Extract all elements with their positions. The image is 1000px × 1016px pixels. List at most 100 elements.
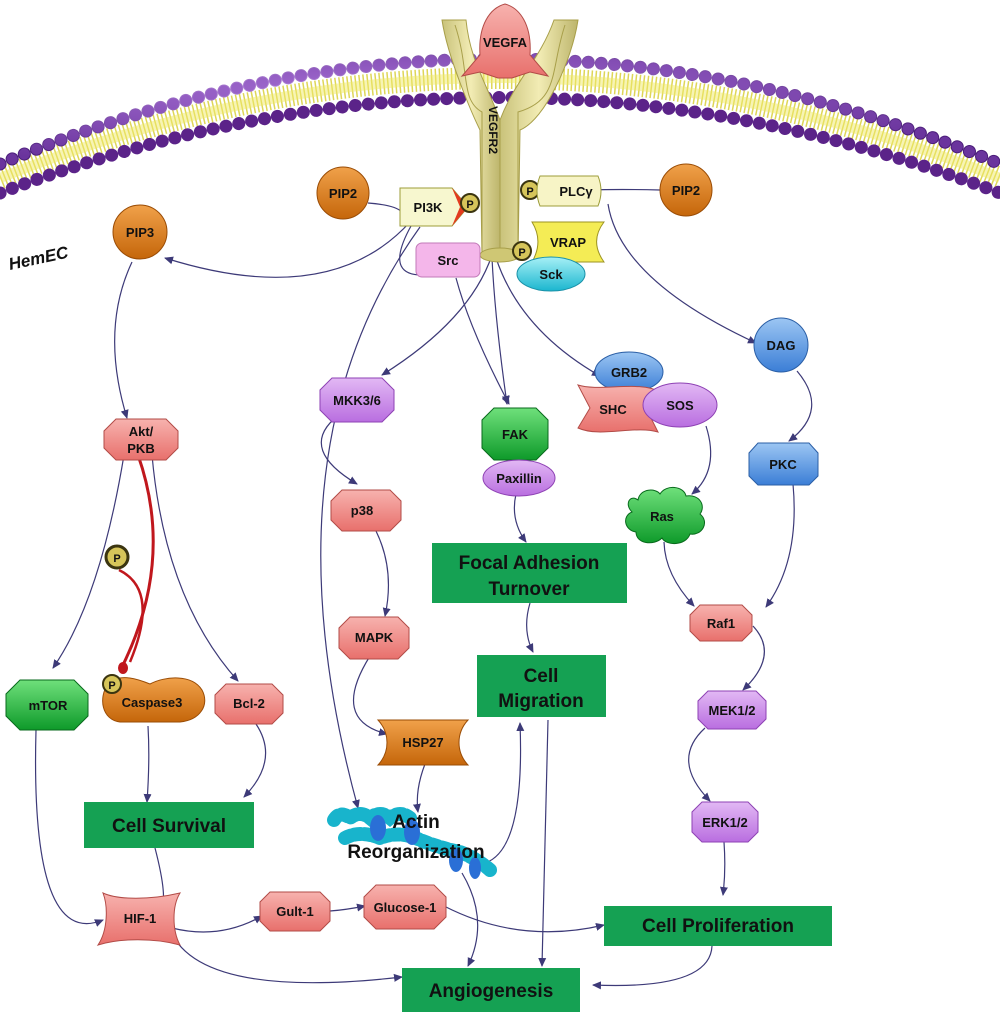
mkk-label: MKK3/6: [333, 393, 381, 408]
actin-label-line1: Actin: [392, 812, 440, 833]
hsp27-node[interactable]: HSP27: [376, 719, 470, 766]
cell-type-label: HemEC: [7, 243, 71, 274]
mtor-node[interactable]: mTOR: [5, 679, 89, 731]
pi3k-node[interactable]: PI3K: [399, 187, 469, 227]
cell-migration-box[interactable]: Cell Migration: [477, 655, 606, 717]
phospho-caspase3-badge: P: [102, 674, 122, 694]
src-label: Src: [438, 253, 459, 268]
pi3k-to-pip3-arrow: [164, 221, 411, 278]
pip2-to-pi3k-link: [367, 202, 403, 213]
focal-label-line1: Focal Adhesion: [459, 553, 600, 574]
hsp27-label: HSP27: [402, 735, 443, 750]
src-to-fak-arrow: [455, 277, 510, 405]
mkk-to-p38-arrow: [320, 418, 358, 485]
grb2-label: GRB2: [611, 365, 647, 380]
vegfr2-label: VEGFR2: [486, 106, 500, 154]
gult1-node[interactable]: Gult-1: [259, 891, 331, 932]
glucose1-node[interactable]: Glucose-1: [363, 884, 447, 930]
paxillin-node[interactable]: Paxillin: [482, 459, 556, 497]
hif1-node[interactable]: HIF-1: [96, 892, 182, 946]
erk-to-proliferation-arrow: [719, 841, 728, 896]
mek12-node[interactable]: MEK1/2: [697, 690, 767, 730]
vegfa-ligand: VEGFA: [460, 3, 550, 79]
phospho-akt-badge: P: [104, 544, 130, 570]
ras-label: Ras: [650, 509, 674, 524]
mtor-label: mTOR: [29, 698, 68, 713]
erk-label: ERK1/2: [702, 815, 748, 830]
hsp27-to-actin-arrow: [412, 763, 426, 813]
bcl2-node[interactable]: Bcl-2: [214, 683, 284, 725]
raf1-node[interactable]: Raf1: [689, 604, 753, 642]
cell-survival-box[interactable]: Cell Survival: [84, 802, 254, 848]
pip3-label: PIP3: [126, 225, 154, 240]
plcg-node[interactable]: PLCγ: [536, 175, 602, 207]
migration-to-angiogenesis-arrow: [538, 719, 549, 967]
mek-to-erk-arrow: [688, 727, 711, 802]
fak-node[interactable]: FAK: [481, 407, 549, 461]
ras-node[interactable]: Ras: [625, 487, 705, 544]
pkc-node[interactable]: PKC: [748, 442, 819, 486]
angiogenesis-box[interactable]: Angiogenesis: [402, 968, 580, 1012]
pkc-label: PKC: [769, 457, 797, 472]
hif1-to-gult1-arrow: [171, 915, 263, 933]
gult1-to-glucose1-arrow: [329, 903, 366, 912]
akt-to-bcl2-arrow: [151, 454, 239, 682]
pip2-right-label: PIP2: [672, 183, 700, 198]
erk12-node[interactable]: ERK1/2: [691, 801, 759, 843]
glucose1-label: Glucose-1: [374, 900, 437, 915]
proliferation-to-angiogenesis-arrow: [592, 945, 713, 990]
mkk36-node[interactable]: MKK3/6: [319, 377, 395, 423]
migration-label-line1: Cell: [524, 666, 559, 687]
akt-to-mtor-arrow: [52, 454, 125, 669]
akt-pkb-node[interactable]: Akt/ PKB: [103, 418, 179, 461]
sck-label: Sck: [539, 267, 563, 282]
focal-adhesion-turnover-box[interactable]: Focal Adhesion Turnover: [432, 543, 627, 603]
shc-node[interactable]: SHC: [576, 384, 661, 433]
dag-node[interactable]: DAG: [753, 317, 809, 373]
p38-to-mapk-arrow: [375, 530, 391, 617]
pip2-right-node[interactable]: PIP2: [659, 163, 713, 217]
shc-label: SHC: [599, 402, 627, 417]
raf1-to-mek-arrow: [742, 625, 765, 691]
actin-reorganization-label: Actin Reorganization: [347, 812, 484, 863]
bcl2-label: Bcl-2: [233, 696, 265, 711]
pip2-left-node[interactable]: PIP2: [316, 166, 370, 220]
pkc-to-raf1-arrow: [765, 483, 795, 608]
fak-label: FAK: [502, 427, 529, 442]
vegfa-label: VEGFA: [483, 35, 528, 50]
mapk-node[interactable]: MAPK: [338, 616, 410, 660]
p38-node[interactable]: p38: [330, 489, 402, 532]
gult1-label: Gult-1: [276, 904, 314, 919]
vrap-node[interactable]: VRAP: [531, 221, 606, 263]
hif1-label: HIF-1: [124, 911, 157, 926]
src-node[interactable]: Src: [415, 242, 481, 278]
caspase3-node[interactable]: Caspase3: [102, 677, 206, 723]
pathway-arrows: [34, 188, 813, 990]
pi3k-label: PI3K: [414, 200, 444, 215]
receptor-to-fak-arrow: [491, 257, 510, 405]
sos-node[interactable]: SOS: [642, 382, 718, 428]
focal-label-line2: Turnover: [489, 579, 571, 600]
cell-proliferation-box[interactable]: Cell Proliferation: [604, 906, 832, 946]
svg-text:P: P: [518, 247, 525, 259]
pi3k-to-actin-arrow: [320, 226, 421, 809]
sck-node[interactable]: Sck: [516, 256, 586, 292]
mapk-to-hsp27-arrow: [353, 655, 388, 736]
hif1-to-angiogenesis-arrow: [169, 929, 403, 984]
mek-label: MEK1/2: [709, 703, 756, 718]
pip3-node[interactable]: PIP3: [112, 204, 168, 260]
focal-to-migration-arrow: [525, 602, 534, 653]
svg-text:P: P: [113, 553, 120, 565]
plcg-to-dag-arrow: [607, 203, 757, 344]
actin-to-migration-arrow: [484, 722, 525, 864]
vegfr2-receptor: [441, 19, 579, 263]
pip3-to-akt-arrow: [114, 261, 133, 419]
sos-to-ras-arrow: [691, 425, 712, 495]
actin-filament: [327, 807, 497, 879]
glucose1-to-proliferation-arrow: [443, 905, 605, 933]
survival-label: Cell Survival: [112, 816, 226, 837]
raf1-label: Raf1: [707, 616, 735, 631]
grb2-node[interactable]: GRB2: [594, 351, 664, 393]
receptor-to-grb2-arrow: [495, 257, 601, 377]
